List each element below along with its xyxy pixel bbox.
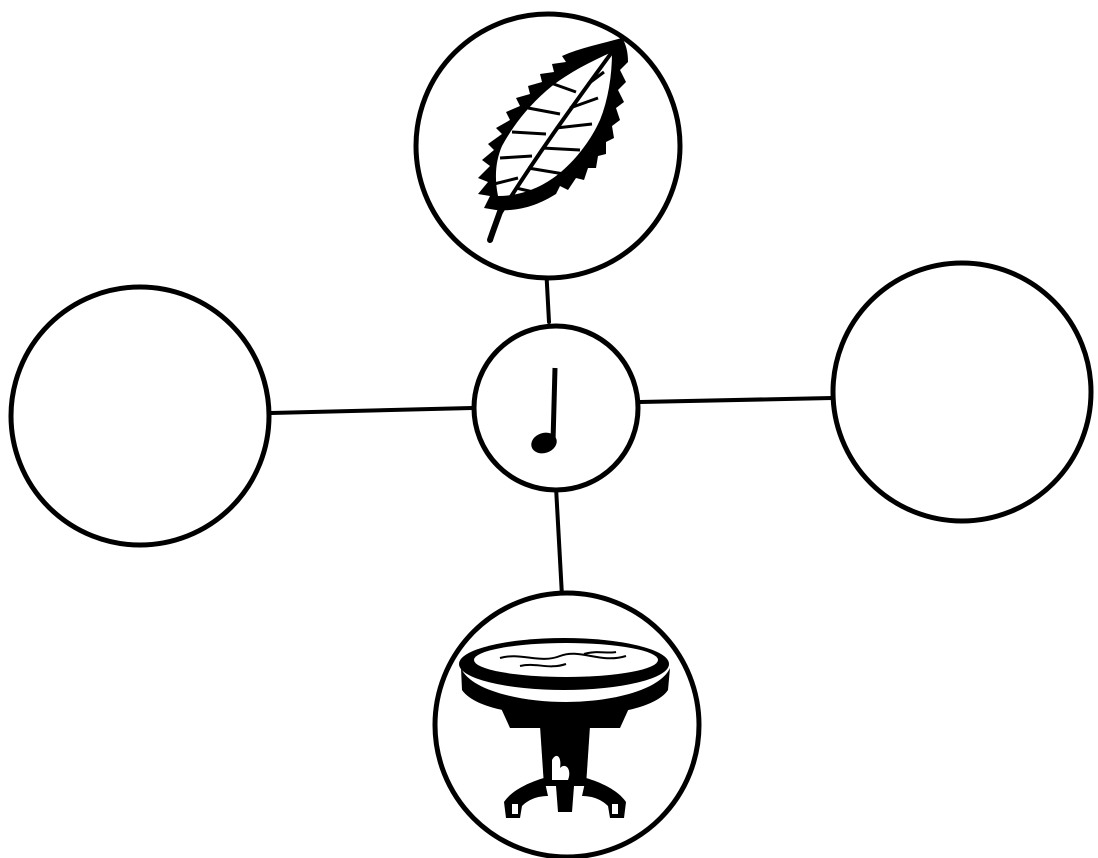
node-left-circle (8, 284, 272, 548)
music-note-icon (531, 367, 558, 454)
node-bottom (432, 590, 702, 858)
connector-lines (269, 264, 834, 598)
node-right-circle (830, 260, 1094, 524)
connector-right (638, 396, 834, 404)
connector-bottom (554, 485, 564, 598)
connector-left (269, 406, 474, 415)
node-right (830, 260, 1094, 524)
table-icon (459, 638, 670, 818)
node-top (413, 11, 683, 281)
node-center (471, 323, 641, 493)
leaf-icon (478, 38, 628, 243)
node-left (8, 284, 272, 548)
